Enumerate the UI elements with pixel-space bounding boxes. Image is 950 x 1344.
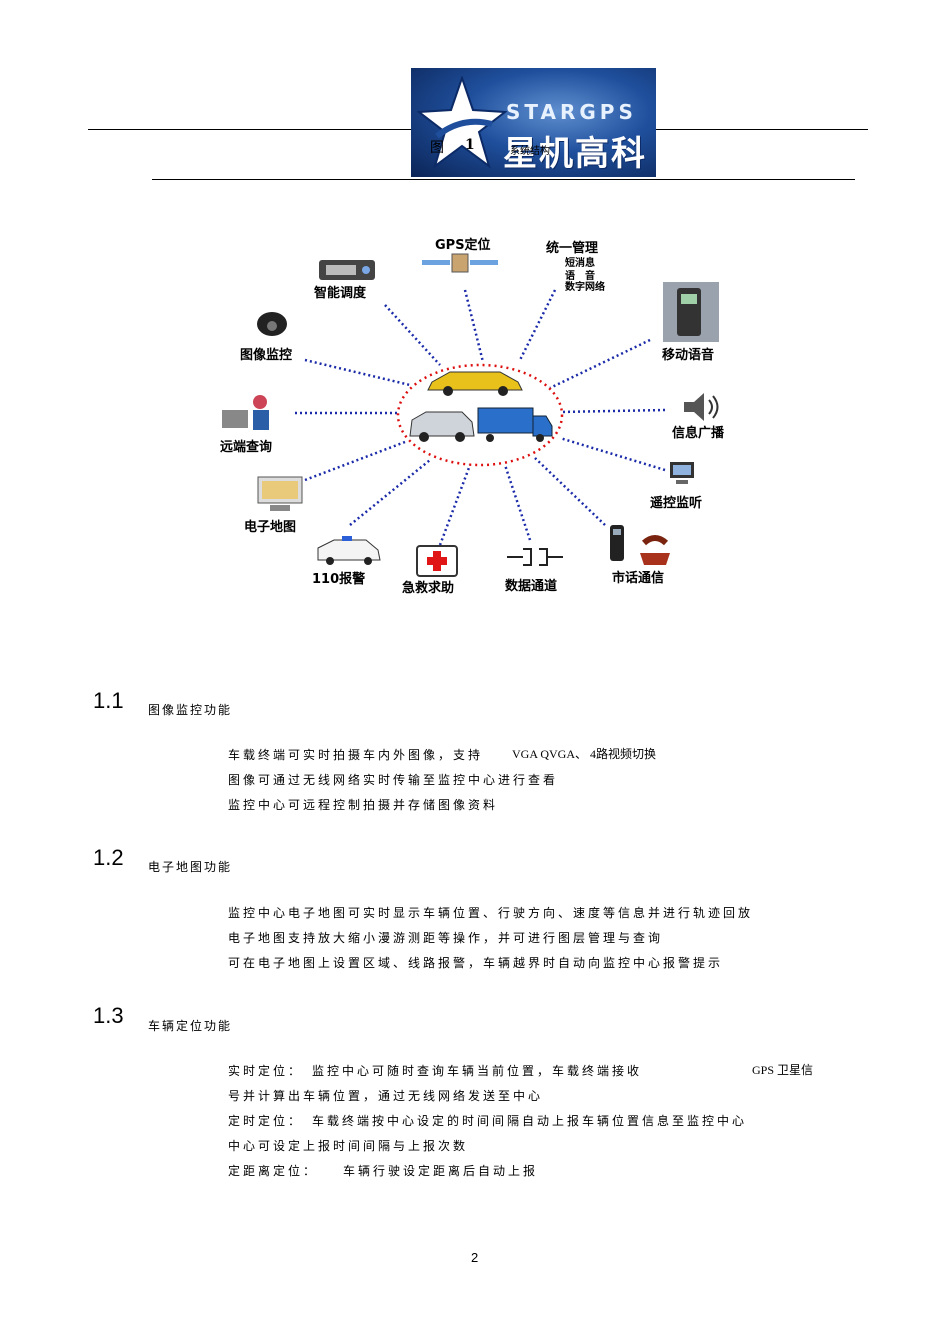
- section-number: 1.2: [93, 845, 124, 870]
- taxi-icon: [427, 371, 523, 396]
- mobile-phone-icon: [663, 282, 719, 342]
- body-line: 号并计算出车辆位置，通过无线网络发送至中心: [228, 1089, 544, 1103]
- node-label-dispatch: 智能调度: [314, 286, 367, 301]
- figure-label-prefix: 图: [430, 140, 444, 156]
- node-label-voice: 移动语音: [662, 348, 715, 363]
- node-label-remote-query: 远端查询: [220, 440, 273, 455]
- page-number: 2: [471, 1250, 479, 1265]
- body-line: 可在电子地图上设置区域、线路报警，车辆越界时自动向监控中心报警提示: [228, 956, 724, 970]
- node-label-alarm: 110报警: [312, 572, 366, 587]
- node-sublabel-voice: 语 音: [565, 271, 595, 282]
- body-line-lead: 定距离定位：: [228, 1164, 319, 1178]
- company-logo: STARGPS 星机高科: [411, 68, 656, 177]
- diagram-connectors: [295, 289, 666, 546]
- system-diagram: GPS定位 统一管理 短消息 语 音 数字网络 智能调度 图像监控 移动语音 远…: [200, 220, 760, 620]
- first-aid-icon: [416, 545, 458, 577]
- police-car-icon: [317, 536, 381, 565]
- truck-icon: [477, 407, 553, 442]
- speaker-icon: [684, 393, 719, 421]
- plug-connector-icon: [507, 548, 563, 566]
- body-line-latin: VGA QVGA、 4路视频切换: [512, 747, 657, 761]
- star-logo-icon: [417, 76, 507, 169]
- node-label-rescue: 急救求助: [402, 581, 455, 596]
- section-title: 电子地图功能: [148, 860, 233, 874]
- node-label-monitor: 图像监控: [240, 348, 293, 363]
- body-line: 图像可通过无线网络实时传输至监控中心进行查看: [228, 773, 559, 787]
- node-label-listen: 遥控监听: [650, 496, 703, 511]
- node-label-data: 数据通道: [505, 579, 558, 594]
- node-label-manage: 统一管理: [546, 241, 599, 256]
- body-line-lead: 实时定位：: [228, 1064, 304, 1078]
- monitor-icon: [670, 462, 694, 484]
- suv-icon: [409, 411, 475, 442]
- node-label-map: 电子地图: [244, 520, 297, 535]
- figure-label-title: 系统结构: [510, 146, 550, 157]
- body-line: 电子地图支持放大缩小漫游测距等操作，并可进行图层管理与查询: [228, 931, 664, 945]
- camera-icon: [257, 312, 287, 336]
- body-line: 车辆行驶设定距离后自动上报: [343, 1164, 539, 1178]
- body-line: 监控中心可远程控制拍摄并存储图像资料: [228, 798, 499, 812]
- body-line: 车载终端可实时拍摄车内外图像，支持: [228, 748, 484, 762]
- node-label-broadcast: 信息广播: [672, 426, 725, 441]
- node-label-phone: 市话通信: [612, 571, 665, 586]
- section-number: 1.3: [93, 1003, 124, 1028]
- logo-text-cn: 星机高科: [503, 134, 647, 174]
- node-label-gps: GPS定位: [435, 238, 491, 253]
- satellite-icon: [422, 253, 498, 273]
- figure-label-number: 1: [465, 137, 475, 153]
- body-line: 监控中心电子地图可实时显示车辆位置、行驶方向、速度等信息并进行轨迹回放: [228, 906, 754, 920]
- logo-text-en: STARGPS: [506, 100, 637, 124]
- section-title: 车辆定位功能: [148, 1019, 233, 1033]
- header-rule-bottom: [152, 179, 855, 180]
- node-sublabel-sms: 短消息: [565, 258, 595, 269]
- body-line-latin: GPS 卫星信: [752, 1063, 814, 1077]
- node-sublabel-network: 数字网络: [565, 282, 605, 293]
- section-number: 1.1: [93, 688, 124, 713]
- telephone-icon: [610, 525, 670, 565]
- section-title: 图像监控功能: [148, 703, 233, 717]
- dispatch-device-icon: [319, 260, 375, 280]
- body-line: 监控中心可随时查询车辆当前位置，车载终端接收: [312, 1064, 643, 1078]
- body-line: 中心可设定上报时间间隔与上报次数: [228, 1139, 469, 1153]
- body-line: 车载终端按中心设定的时间间隔自动上报车辆位置信息至监控中心: [312, 1114, 748, 1128]
- body-line-lead: 定时定位：: [228, 1114, 304, 1128]
- remote-query-person-icon: [222, 395, 269, 430]
- computer-map-icon: [257, 476, 303, 511]
